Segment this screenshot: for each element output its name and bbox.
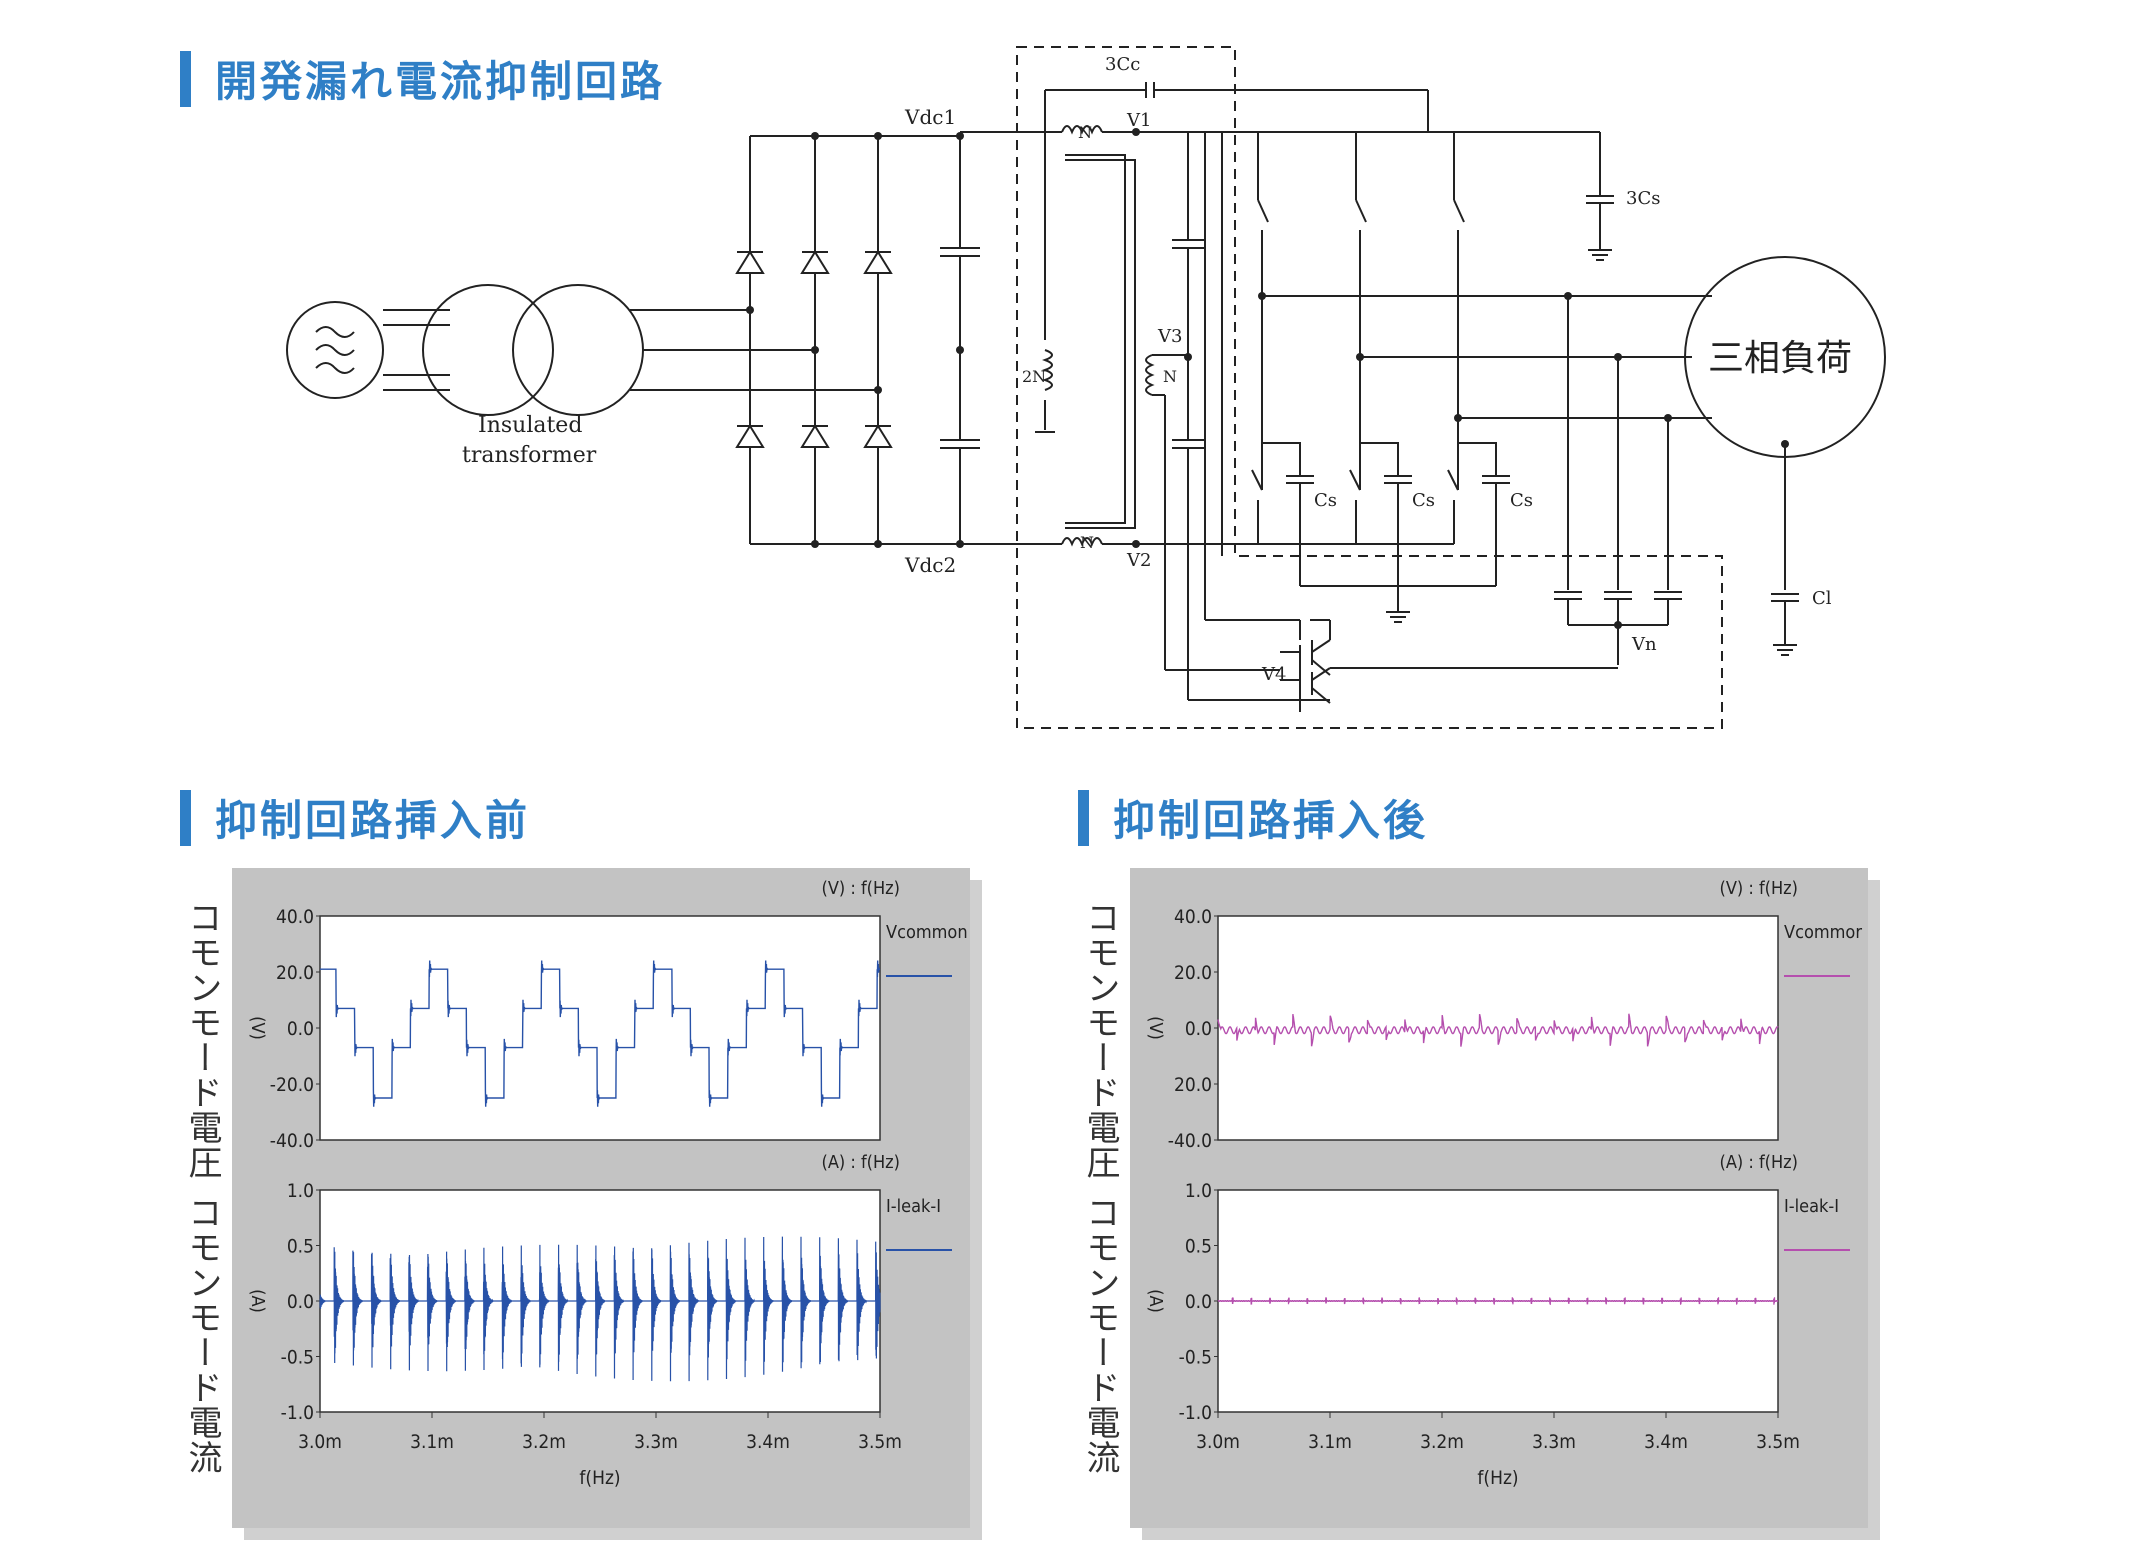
voltage-ytick-label: 20.0	[1174, 1074, 1212, 1096]
before-voltage-side-label: コモンモード電圧	[182, 900, 222, 1180]
current-ytick-label: 0.0	[287, 1291, 314, 1313]
vdc1-label: Vdc1	[904, 105, 956, 129]
two-n-label: 2N	[1022, 367, 1046, 386]
cs1-label: Cs	[1314, 490, 1337, 511]
current-ytick-label: 0.5	[287, 1236, 314, 1258]
x-tick-label: 3.5m	[858, 1431, 902, 1453]
v3-label: V3	[1157, 326, 1182, 347]
vn-label: Vn	[1631, 634, 1657, 655]
heading-circuit: 開発漏れ電流抑制回路	[180, 48, 665, 109]
x-axis-title: f(Hz)	[579, 1467, 620, 1489]
v2-label: V2	[1126, 550, 1151, 571]
voltage-unit-label: (V)	[1145, 1016, 1166, 1040]
voltage-legend-label: Vcommor	[1784, 922, 1862, 943]
cs-total-label: 3Cs	[1626, 188, 1660, 209]
diode-icon	[735, 250, 893, 448]
x-tick-label: 3.1m	[410, 1431, 454, 1453]
voltage-ytick-label: 40.0	[276, 906, 314, 928]
voltage-ytick-label: 20.0	[1174, 962, 1212, 984]
cs3-label: Cs	[1510, 490, 1533, 511]
x-tick-label: 3.0m	[298, 1431, 342, 1453]
voltage-legend-label: Vcommon	[886, 922, 968, 943]
voltage-header: (V) : f(Hz)	[1720, 878, 1798, 899]
cs2-label: Cs	[1412, 490, 1435, 511]
v4-label: V4	[1261, 664, 1286, 685]
x-tick-label: 3.4m	[1644, 1431, 1688, 1453]
vdc2-label: Vdc2	[904, 553, 956, 577]
x-tick-label: 3.3m	[634, 1431, 678, 1453]
heading-after-text: 抑制回路挿入後	[1113, 796, 1429, 845]
n-top-label: N	[1078, 123, 1092, 142]
n-bottom-label: N	[1080, 533, 1094, 552]
current-unit-label: (A)	[247, 1289, 268, 1313]
voltage-header: (V) : f(Hz)	[822, 878, 900, 899]
x-tick-label: 3.4m	[746, 1431, 790, 1453]
chart-after: (V) : f(Hz) 40.0 20.0 0.0 20.0 -40.0 (V) Vcommo…	[1130, 868, 1880, 1540]
circuit-diagram: Insulated transformer Vdc1 Vdc2 N V1	[286, 46, 1886, 729]
x-axis-title: f(Hz)	[1477, 1467, 1518, 1489]
voltage-series-line	[320, 960, 881, 1107]
n-mid-label: N	[1163, 367, 1177, 386]
current-legend-label: I-leak-I	[1784, 1196, 1839, 1217]
heading-bar	[180, 789, 191, 846]
cl-label: Cl	[1812, 588, 1832, 609]
heading-before: 抑制回路挿入前	[180, 787, 530, 848]
voltage-ytick-label: 0.0	[287, 1018, 314, 1040]
transformer-label-1: Insulated	[478, 413, 582, 438]
cc-label: 3Cc	[1105, 54, 1140, 75]
after-voltage-side-label: コモンモード電圧	[1080, 900, 1120, 1180]
heading-bar	[180, 50, 191, 107]
voltage-ytick-label: 0.0	[1185, 1018, 1212, 1040]
heading-circuit-text: 開発漏れ電流抑制回路	[215, 57, 666, 106]
v1-label: V1	[1126, 110, 1151, 131]
insulated-transformer-icon	[422, 284, 644, 416]
x-tick-label: 3.5m	[1756, 1431, 1800, 1453]
cs-capacitors	[1262, 442, 1510, 623]
after-current-side-label: コモンモード電流	[1080, 1195, 1120, 1475]
heading-before-text: 抑制回路挿入前	[215, 796, 531, 845]
heading-bar	[1078, 789, 1089, 846]
voltage-unit-label: (V)	[247, 1016, 268, 1040]
chart-before: (V) : f(Hz) 40.0 20.0 0.0 -20.0 -40.0 (V) Vcomm…	[232, 868, 982, 1540]
current-ytick-label: 0.5	[1185, 1236, 1212, 1258]
current-ytick-label: 0.0	[1185, 1291, 1212, 1313]
voltage-ytick-label: -40.0	[270, 1130, 314, 1152]
x-tick-label: 3.2m	[522, 1431, 566, 1453]
transistor-pair-icon	[1165, 619, 1618, 712]
voltage-ytick-label: -20.0	[270, 1074, 314, 1096]
suppression-circuit-boundary	[1016, 46, 1723, 729]
current-ytick-label: -0.5	[281, 1347, 314, 1369]
voltage-ytick-label: 40.0	[1174, 906, 1212, 928]
x-tick-label: 3.3m	[1532, 1431, 1576, 1453]
current-unit-label: (A)	[1145, 1289, 1166, 1313]
star-capacitors	[1554, 296, 1682, 665]
current-ytick-label: -1.0	[281, 1402, 314, 1424]
voltage-plot-area	[319, 915, 881, 1141]
before-current-side-label: コモンモード電流	[182, 1195, 222, 1475]
heading-after: 抑制回路挿入後	[1078, 787, 1428, 848]
ac-source-icon	[286, 301, 384, 399]
x-tick-label: 3.1m	[1308, 1431, 1352, 1453]
current-header: (A) : f(Hz)	[1720, 1152, 1798, 1173]
current-ytick-label: -0.5	[1179, 1347, 1212, 1369]
x-tick-label: 3.2m	[1420, 1431, 1464, 1453]
current-ytick-label: -1.0	[1179, 1402, 1212, 1424]
x-tick-label: 3.0m	[1196, 1431, 1240, 1453]
voltage-ytick-label: 20.0	[276, 962, 314, 984]
transformer-label-2: transformer	[462, 443, 597, 468]
current-legend-label: I-leak-I	[886, 1196, 941, 1217]
voltage-ytick-label: -40.0	[1168, 1130, 1212, 1152]
inverter-legs	[1222, 132, 1465, 545]
voltage-series-line	[1217, 1013, 1779, 1047]
current-series-line	[1217, 1297, 1779, 1305]
current-header: (A) : f(Hz)	[822, 1152, 900, 1173]
load-label: 三相負荷	[1708, 338, 1852, 379]
current-ytick-label: 1.0	[287, 1180, 314, 1202]
current-ytick-label: 1.0	[1185, 1180, 1212, 1202]
